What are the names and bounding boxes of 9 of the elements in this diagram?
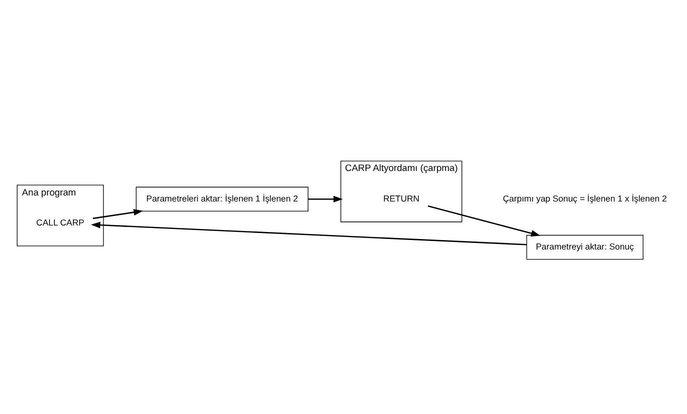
arrow xyxy=(428,204,540,236)
node-box: Parametreleri aktar: İşlenen 1 İşlenen 2 xyxy=(136,186,308,212)
label: Çarpımı yap Sonuç = İşlenen 1 x İşlenen 2 xyxy=(502,192,667,203)
arrow xyxy=(308,195,343,202)
node-text: CALL CARP xyxy=(36,216,84,227)
arrow xyxy=(90,221,527,245)
arrow xyxy=(92,208,144,219)
node-text: RETURN xyxy=(383,192,420,203)
node-box: Parametreyi aktar: Sonuç xyxy=(526,234,644,260)
